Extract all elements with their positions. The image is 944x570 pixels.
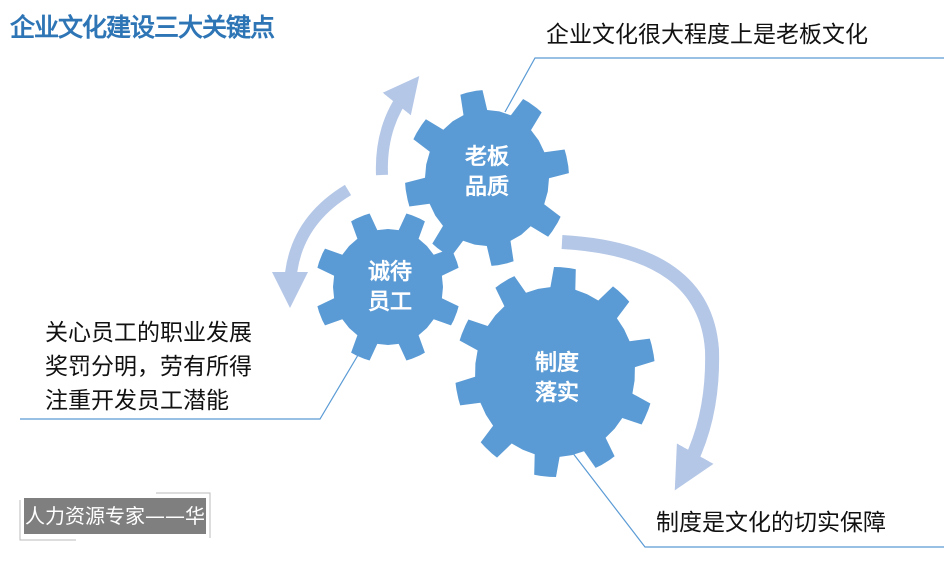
gear-label-line: 落实: [534, 381, 579, 406]
arrow-down-left-icon: [272, 184, 352, 308]
page-title: 企业文化建设三大关键点: [10, 13, 275, 42]
callout-line-1: 关心员工的职业发展: [45, 320, 252, 346]
callout-lines: [20, 57, 944, 548]
gear-system-icon: [455, 267, 655, 477]
arrow-up-icon: [375, 75, 420, 176]
system-callout: 制度是文化的切实保障: [656, 510, 886, 536]
gear-treat-employees: 诚待 员工: [350, 258, 430, 318]
gear-label-line: 制度: [534, 351, 579, 376]
gear-label-line: 诚待: [367, 260, 412, 285]
boss-callout-line: [504, 57, 944, 113]
logo-frame: [19, 492, 211, 541]
brand-logo: 人力资源专家——华恒智信: [24, 498, 206, 564]
gear-label-line: 老板: [464, 145, 509, 170]
cycle-arrows: [272, 75, 720, 491]
gear-system-implementation: 制度 落实: [517, 349, 597, 409]
gear-label-line: 品质: [464, 175, 509, 200]
diagram-canvas: [19, 57, 944, 548]
gear-employees-icon: [317, 213, 459, 361]
employees-callout: 关心员工的职业发展 奖罚分明，劳有所得 注重开发员工潜能: [45, 316, 252, 418]
gear-boss-icon: [405, 90, 569, 266]
callout-line-2: 奖罚分明，劳有所得: [45, 354, 252, 380]
system-callout-line: [571, 451, 944, 548]
boss-callout: 企业文化很大程度上是老板文化: [546, 22, 868, 48]
employees-callout-line: [20, 344, 365, 420]
arrow-down-right-icon: [561, 235, 720, 491]
gear-label-line: 员工: [367, 290, 412, 315]
callout-line-3: 注重开发员工潜能: [45, 388, 229, 414]
gear-boss-quality: 老板 品质: [447, 143, 527, 203]
